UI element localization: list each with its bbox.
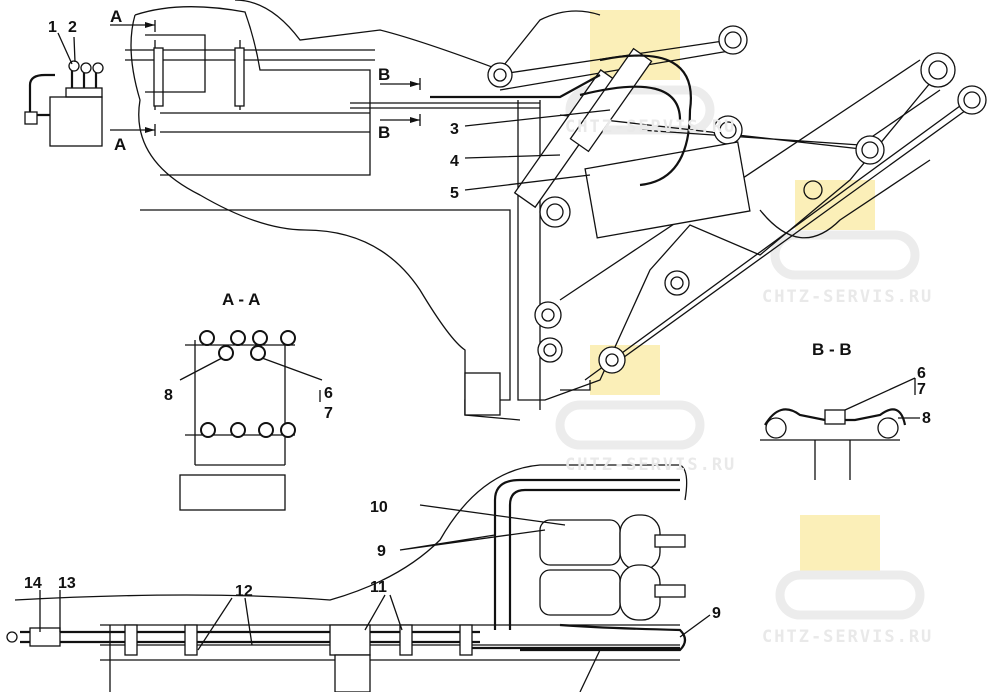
callout-1: 1 — [48, 19, 57, 36]
frame-outline — [125, 0, 946, 421]
distributor-block — [24, 60, 104, 147]
callout-9: 9 — [377, 543, 386, 560]
callout-8: 8 — [922, 410, 931, 427]
callout-7: 7 — [324, 405, 333, 422]
section-mark-b: B — [378, 123, 390, 142]
section-mark-a: A — [110, 7, 122, 26]
watermark-logos — [555, 10, 925, 620]
section-cut-markers — [110, 20, 421, 136]
section-aa-view — [179, 330, 323, 511]
callout-9: 9 — [712, 605, 721, 622]
callout-8: 8 — [164, 387, 173, 404]
callout-13: 13 — [58, 575, 76, 592]
callout-7: 7 — [917, 381, 926, 398]
callout-4: 4 — [450, 153, 459, 170]
watermark-text: CHTZ-SERVIS.RU — [762, 627, 933, 647]
callout-5: 5 — [450, 185, 459, 202]
watermark-text: CHTZ-SERVIS.RU — [565, 455, 736, 475]
lift-linkage — [430, 25, 987, 381]
section-mark-b: B — [378, 65, 390, 84]
section-bb-view — [760, 377, 920, 480]
section-title-bb: B - B — [812, 340, 852, 359]
callout-3: 3 — [450, 121, 459, 138]
callout-12: 12 — [235, 583, 253, 600]
callout-2: 2 — [68, 19, 77, 36]
watermark-text: CHTZ-SERVIS.RU — [762, 287, 933, 307]
callout-6: 6 — [917, 365, 926, 382]
watermark-text: CHTZ-SERVIS.RU — [565, 117, 736, 137]
callout-6: 6 — [324, 385, 333, 402]
watermark-texts: CHTZ-SERVIS.RU CHTZ-SERVIS.RU CHTZ-SERVI… — [565, 117, 933, 647]
callout-10: 10 — [370, 499, 388, 516]
section-mark-a: A — [114, 135, 126, 154]
lower-hose-routing — [6, 464, 711, 692]
section-title-aa: A - A — [222, 290, 260, 309]
callout-11: 11 — [370, 579, 387, 596]
callout-14: 14 — [24, 575, 42, 592]
